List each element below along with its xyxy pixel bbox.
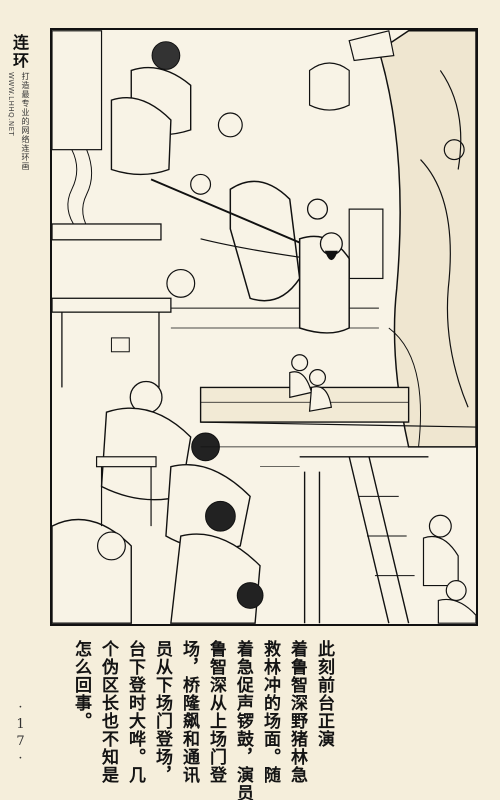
caption-line: 怎么回事。 [71, 640, 91, 730]
stage-scene-drawing [52, 30, 476, 624]
publisher-slogan: 打造最专业的网络连环画 [21, 72, 30, 171]
caption: 此刻前台正演 着鲁智深野猪林急 救林冲的场面。随 着急促声锣鼓，演员 鲁智深从上… [71, 640, 336, 800]
caption-line: 台下登时大哗。几 [125, 640, 145, 784]
publisher-logo: 连环 [10, 34, 29, 70]
caption-line: 场，桥隆飙和通讯 [179, 640, 199, 784]
page-number: ·17· [13, 700, 28, 768]
caption-line: 员从下场门登场， [152, 640, 172, 784]
caption-line: 着急促声锣鼓，演员 [233, 640, 253, 800]
caption-line: 个伪区长也不知是 [98, 640, 118, 784]
caption-line: 鲁智深从上场门登 [206, 640, 226, 784]
website-url: WWW.LHHQ.NET [7, 72, 15, 137]
caption-line: 救林冲的场面。随 [260, 640, 280, 784]
illustration-panel [50, 28, 478, 626]
caption-line: 此刻前台正演 [314, 640, 334, 748]
caption-line: 着鲁智深野猪林急 [287, 640, 307, 784]
